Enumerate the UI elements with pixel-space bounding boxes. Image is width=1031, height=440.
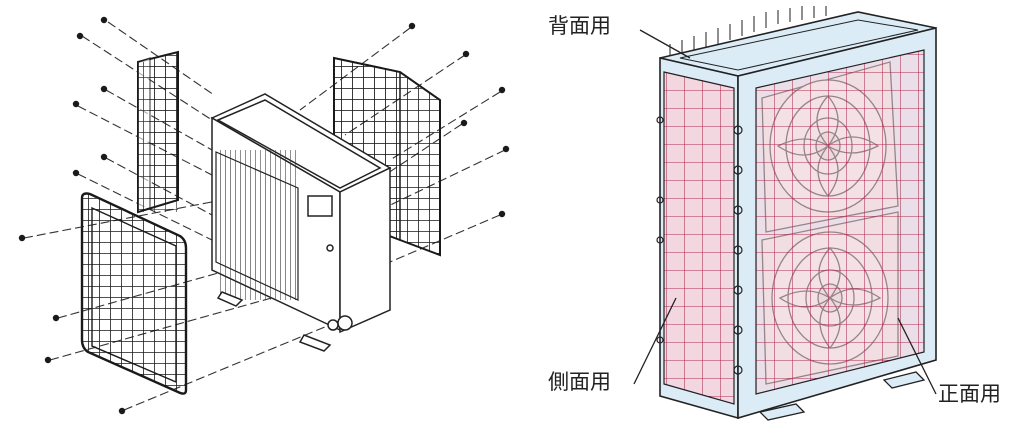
exploded-view — [18, 16, 510, 415]
feet — [758, 371, 926, 421]
mesh-panel-left-back — [137, 50, 179, 214]
screws — [18, 16, 510, 415]
clips — [656, 116, 743, 375]
side-mesh — [663, 71, 735, 405]
mesh-panel-front — [80, 192, 188, 395]
assembled-view — [633, 6, 937, 421]
label-front-use: 正面用 — [938, 382, 1001, 406]
label-side-use: 側面用 — [548, 370, 611, 394]
outdoor-unit — [210, 93, 392, 352]
label-back-use: 背面用 — [548, 14, 611, 38]
front-mesh — [755, 49, 925, 395]
leader-lines — [633, 29, 937, 395]
